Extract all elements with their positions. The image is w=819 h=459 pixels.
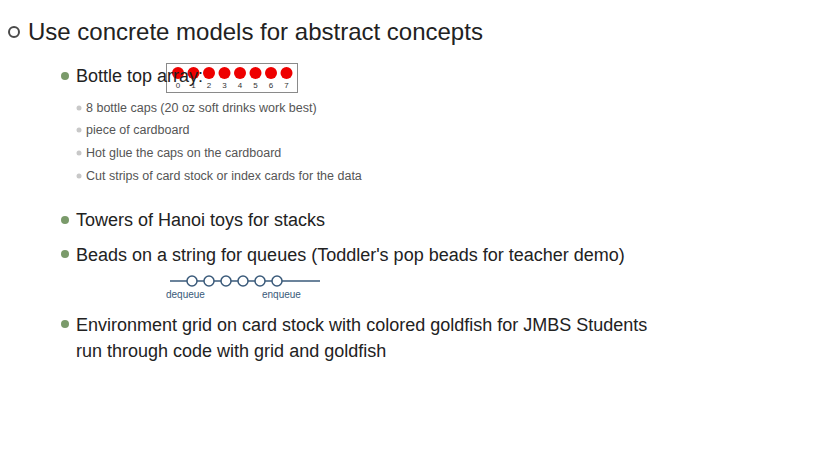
bullet-text: Beads on a string for queues (Toddler's … — [76, 242, 636, 268]
bullet-text: Bottle top array: — [76, 65, 236, 87]
sub-bullet-text: piece of cardboard — [86, 122, 686, 138]
queue-end-label: dequeue — [166, 289, 226, 301]
bead-string — [170, 276, 320, 286]
index-number: 3 — [222, 81, 226, 90]
sub-bullets — [61, 72, 69, 328]
sub-bullet-text: 8 bottle caps (20 oz soft drinks work be… — [86, 100, 686, 116]
index-number: 5 — [253, 81, 257, 90]
bullet-text: Towers of Hanoi toys for stacks — [76, 208, 776, 232]
main-bullet-text: Use concrete models for abstract concept… — [28, 17, 788, 47]
index-number: 7 — [284, 81, 288, 90]
index-number: 2 — [207, 81, 211, 90]
queue-end-label: enqueue — [262, 289, 322, 301]
index-number: 4 — [238, 81, 242, 90]
sub-bullet-text: Hot glue the caps on the cardboard — [86, 145, 686, 161]
index-number: 6 — [269, 81, 273, 90]
sub-bullet-text: Cut strips of card stock or index cards … — [86, 168, 686, 184]
bullet-text: Environment grid on card stock with colo… — [76, 312, 666, 364]
main-bullet — [9, 27, 19, 37]
minor-bullets — [77, 106, 82, 179]
